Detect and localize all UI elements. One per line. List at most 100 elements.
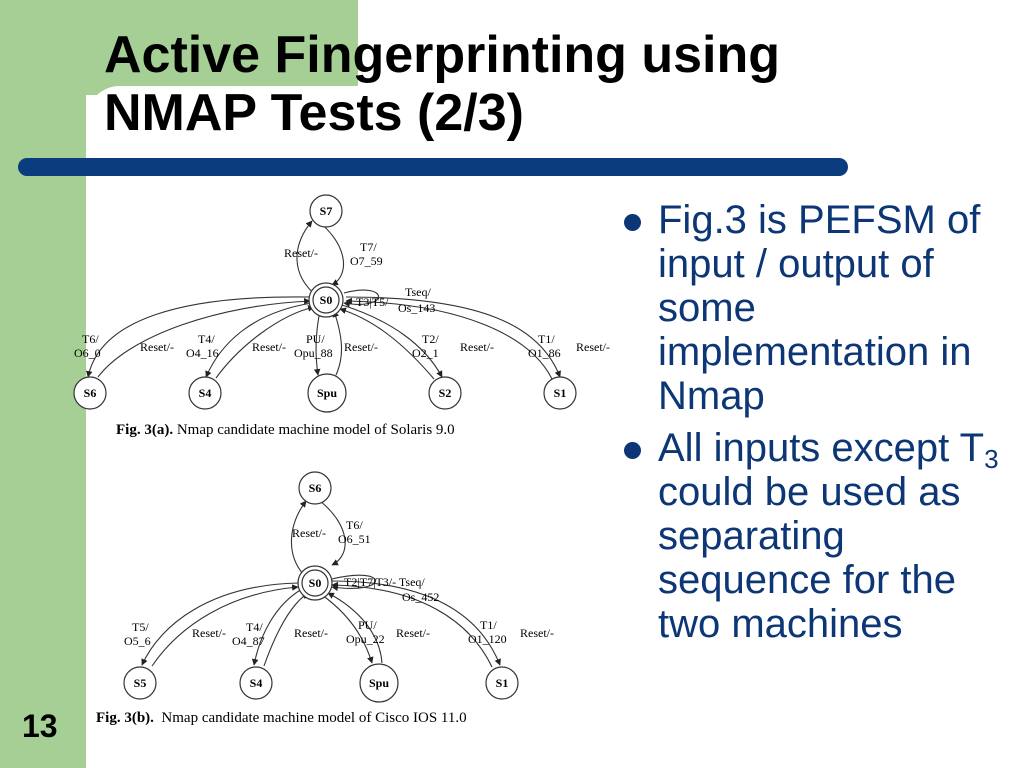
edge-b-s4-back xyxy=(263,592,309,667)
edge-label: Reset/- xyxy=(294,626,328,640)
bullet-item-1: Fig.3 is PEFSM of input / output of some… xyxy=(622,198,1022,418)
node-label: S7 xyxy=(320,204,333,218)
edge-a-self-loop xyxy=(343,289,380,308)
node-b-center-inner xyxy=(301,569,329,597)
node-a-top xyxy=(309,194,343,228)
node-label: S4 xyxy=(199,386,212,400)
bullet-dot-icon xyxy=(624,214,641,231)
edge-label: T3|T5/ xyxy=(356,295,389,309)
edge-label: T1/ xyxy=(480,618,497,632)
edge-label: Reset/- xyxy=(460,340,494,354)
node-b-n2 xyxy=(239,666,273,700)
figure-a-caption-rest: Nmap candidate machine model of Solaris … xyxy=(173,422,455,438)
edge-b-top-up xyxy=(290,500,307,576)
figure-b-caption-rest: Nmap candidate machine model of Cisco IO… xyxy=(154,710,467,726)
edge-a-s4-out xyxy=(205,302,313,378)
figure-b: S6 S0 S5 S4 Spu S1 Reset/- T6/ O6_51 T2|… xyxy=(96,471,554,726)
edge-b-spu-out xyxy=(321,594,374,664)
edge-label: T4/ xyxy=(246,620,263,634)
edge-a-s2-back xyxy=(339,307,435,380)
edge-label: T2|T7|T3/- Tseq/ xyxy=(344,575,425,589)
node-label: S2 xyxy=(439,386,452,400)
node-label: S0 xyxy=(320,293,333,307)
edge-a-s2-out xyxy=(341,304,443,378)
node-a-n5 xyxy=(543,376,577,410)
figure-b-caption: Fig. 3(b). Nmap candidate machine model … xyxy=(96,710,467,726)
bullet-item-2: All inputs except T3 could be used as se… xyxy=(622,426,1022,646)
green-side-strip xyxy=(0,0,86,768)
edge-label: Opu_88 xyxy=(294,346,333,360)
edge-label: O7_59 xyxy=(350,254,383,268)
edge-label: Reset/- xyxy=(284,246,318,260)
edge-label: PU/ xyxy=(306,332,325,346)
edge-label: Reset/- xyxy=(192,626,226,640)
node-label: S0 xyxy=(309,576,322,590)
edge-a-top-down xyxy=(317,220,345,286)
fsm-figure: S7 S0 S6 S4 Spu S2 S1 Reset/- T7/ O7_59 … xyxy=(73,194,610,726)
node-label: S6 xyxy=(309,481,322,495)
edge-label: T2/ xyxy=(422,332,439,346)
edge-label: Opu_22 xyxy=(346,632,385,646)
bullet-text-2-pre: All inputs except T xyxy=(658,426,985,470)
title-line-1: Active Fingerprinting using xyxy=(104,26,781,84)
edge-label: Reset/- xyxy=(140,340,174,354)
node-b-n1 xyxy=(123,666,157,700)
edge-b-spu-back xyxy=(327,592,383,664)
title-divider-bar xyxy=(18,158,848,176)
edge-label: Reset/- xyxy=(252,340,286,354)
slide-title: Active Fingerprinting using NMAP Tests (… xyxy=(104,26,780,142)
node-label: S1 xyxy=(496,676,509,690)
edge-label: Reset/- xyxy=(396,626,430,640)
edge-label: Reset/- xyxy=(576,340,610,354)
node-a-n3 xyxy=(307,373,347,413)
edge-label: Tseq/ xyxy=(405,285,431,299)
edge-b-s1-back xyxy=(331,581,493,668)
edge-label: Os_143 xyxy=(398,301,435,315)
node-a-n4 xyxy=(428,376,462,410)
bullet-list: Fig.3 is PEFSM of input / output of some… xyxy=(622,198,1022,654)
edge-label: O1_120 xyxy=(468,632,507,646)
edge-label: T6/ xyxy=(346,518,363,532)
bullet-dot-icon xyxy=(624,442,641,459)
edge-b-s5-back xyxy=(151,584,299,667)
node-a-n2 xyxy=(188,376,222,410)
edge-label: O6_51 xyxy=(338,532,371,546)
edge-label: O4_87 xyxy=(232,634,265,648)
edge-a-s4-back xyxy=(215,305,315,379)
edge-label: PU/ xyxy=(358,618,377,632)
edge-label: T7/ xyxy=(360,240,377,254)
figure-a-caption: Fig. 3(a). Nmap candidate machine model … xyxy=(116,422,455,438)
node-label: Spu xyxy=(317,386,337,400)
edge-a-spu-back xyxy=(332,310,343,376)
edge-label: Reset/- xyxy=(520,626,554,640)
edge-b-top-down xyxy=(319,500,346,566)
edge-a-spu-out xyxy=(313,310,321,376)
edge-label: O4_16 xyxy=(186,346,219,360)
edge-label: Os_452 xyxy=(402,590,439,604)
node-label: S1 xyxy=(554,386,567,400)
node-b-n4 xyxy=(485,666,519,700)
edge-b-s1-out xyxy=(331,580,501,666)
edge-a-s6-out xyxy=(86,296,311,378)
figure-a-caption-bold: Fig. 3(a). xyxy=(116,422,173,438)
edge-label: O2_1 xyxy=(412,346,439,360)
edge-a-s1-back xyxy=(345,297,553,380)
title-line-2: NMAP Tests (2/3) xyxy=(104,84,524,142)
node-label: S6 xyxy=(84,386,97,400)
bullet-text-1: Fig.3 is PEFSM of input / output of some… xyxy=(658,198,981,418)
edge-label: Reset/- xyxy=(344,340,378,354)
white-corner-curve xyxy=(86,86,366,166)
edge-b-s5-out xyxy=(141,582,299,666)
bullet-text-2-sub: 3 xyxy=(984,444,999,474)
edge-a-top-up xyxy=(296,220,319,298)
edge-label: T6/ xyxy=(82,332,99,346)
green-top-band xyxy=(0,0,358,95)
edge-label: T1/ xyxy=(538,332,555,346)
edge-a-s6-back xyxy=(97,297,311,378)
node-b-top xyxy=(298,471,332,505)
node-a-n1 xyxy=(73,376,107,410)
node-label: S5 xyxy=(134,676,147,690)
edge-label: O5_6 xyxy=(124,634,151,648)
edge-label: O6_0 xyxy=(74,346,101,360)
node-a-center-inner xyxy=(312,286,340,314)
